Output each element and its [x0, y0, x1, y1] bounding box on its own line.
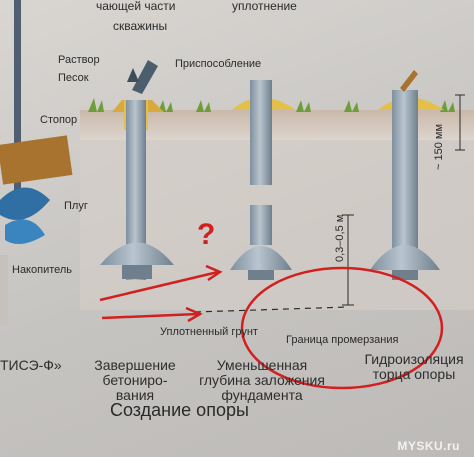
red-annotations [99, 264, 444, 390]
caption-step-3-line-2: торца опоры [372, 366, 456, 382]
drill-tool-drawing [0, 0, 73, 325]
depth-150-label: ~ 150 мм [433, 123, 445, 170]
freeze-boundary-line [194, 306, 349, 313]
top-label-1: чающей части [96, 0, 176, 13]
collector-label: Накопитель [12, 264, 73, 276]
mortar-label: Раствор [58, 54, 100, 66]
caption-step-2-line-3: фундамента [221, 387, 303, 403]
tise-label: ТИСЭ-Ф» [0, 357, 62, 373]
page-title: Создание опоры [110, 400, 249, 420]
watermark: MYSKU.ru [397, 439, 460, 453]
grass-drawing [88, 98, 455, 112]
caption-step-2-line-1: Уменьшенная [216, 357, 308, 373]
top-label-right: уплотнение [232, 0, 297, 13]
caption-step-3-line-1: Гидроизоляция [364, 351, 464, 367]
caption-step-1: Завершение бетониро- вания [80, 358, 190, 403]
question-mark: ? [197, 218, 216, 251]
caption-step-2: Уменьшенная глубина заложения фундамента [182, 358, 342, 403]
dimension-lines [342, 94, 465, 306]
caption-step-3: Гидроизоляция торца опоры [354, 352, 474, 382]
caption-step-1-line-2: бетониро- [102, 372, 168, 388]
pillar-step-2 [230, 80, 296, 280]
post-label: Стопор [40, 114, 78, 126]
depth-03-05-label: 0,3–0,5 м [334, 214, 346, 262]
top-label-2: скважины [113, 19, 168, 33]
fixture-label: Приспособление [175, 58, 262, 70]
freeze-boundary-label: Граница промерзания [286, 334, 399, 346]
caption-step-1-line-3: вания [115, 387, 155, 403]
sand-label: Песок [58, 72, 89, 84]
caption-step-1-line-1: Завершение [94, 357, 176, 373]
pillar-step-3 [370, 70, 444, 280]
compacted-soil-label: Уплотненный грунт [160, 326, 258, 338]
caption-step-2-line-2: глубина заложения [199, 372, 325, 388]
plow-label: Плуг [64, 200, 88, 212]
pillar-step-1 [100, 60, 174, 280]
